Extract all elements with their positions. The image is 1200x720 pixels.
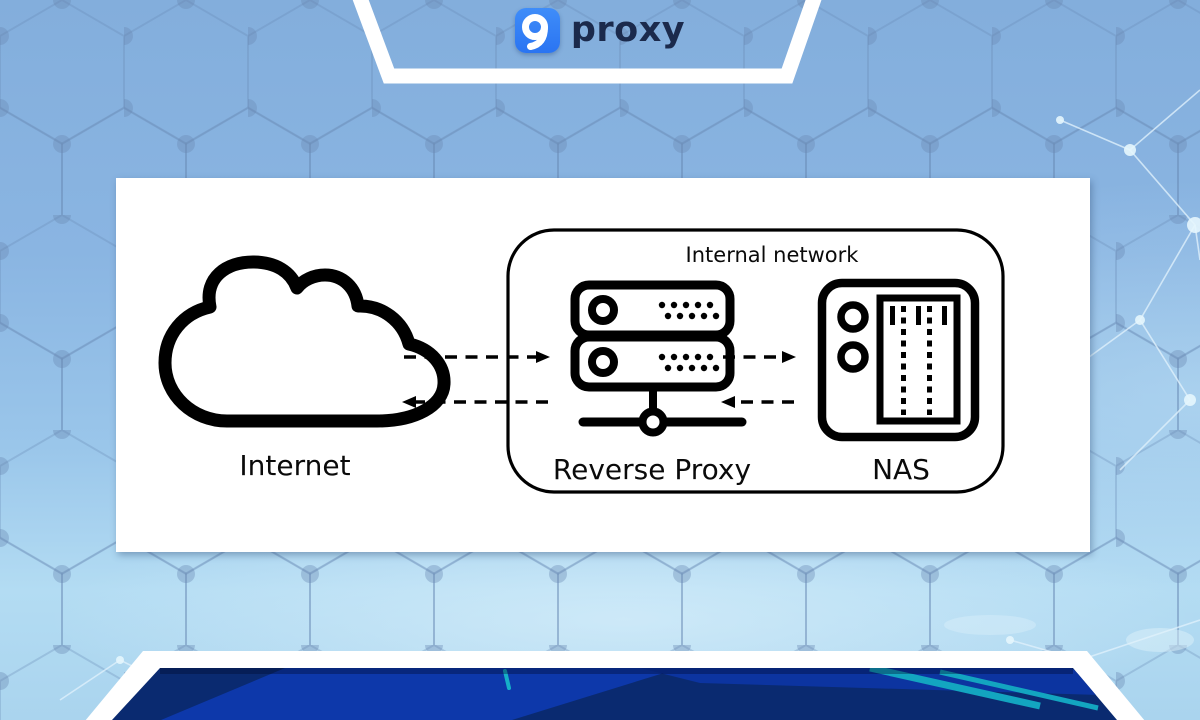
arrow-proxy-to-nas bbox=[723, 351, 796, 363]
logo-9-icon bbox=[521, 14, 548, 50]
arrow-internet-to-proxy bbox=[404, 351, 550, 363]
arrow-nas-to-proxy bbox=[721, 396, 794, 408]
cloud-icon bbox=[158, 255, 451, 428]
internet-label: Internet bbox=[239, 449, 350, 482]
nas-drive-slots bbox=[890, 306, 947, 415]
nas-icon bbox=[817, 278, 980, 442]
server-led-dots bbox=[658, 301, 720, 372]
diagram-panel: Internal network Internet Reverse Proxy bbox=[116, 178, 1090, 552]
reverse-proxy-label: Reverse Proxy bbox=[553, 453, 751, 486]
arrow-proxy-to-internet bbox=[402, 396, 548, 408]
network-diagram: Internal network Internet Reverse Proxy bbox=[158, 228, 1005, 494]
header-banner-outline bbox=[352, 0, 822, 84]
header-banner bbox=[352, 0, 822, 94]
logo-wordmark: proxy bbox=[570, 10, 686, 50]
footer-panel bbox=[112, 668, 1117, 720]
reverse-proxy-icon bbox=[570, 280, 747, 437]
internal-network-label: Internal network bbox=[686, 243, 860, 267]
logo-badge bbox=[514, 8, 560, 53]
footer-banner bbox=[85, 642, 1145, 720]
logo: proxy bbox=[0, 8, 1200, 53]
nas-label: NAS bbox=[872, 453, 930, 486]
